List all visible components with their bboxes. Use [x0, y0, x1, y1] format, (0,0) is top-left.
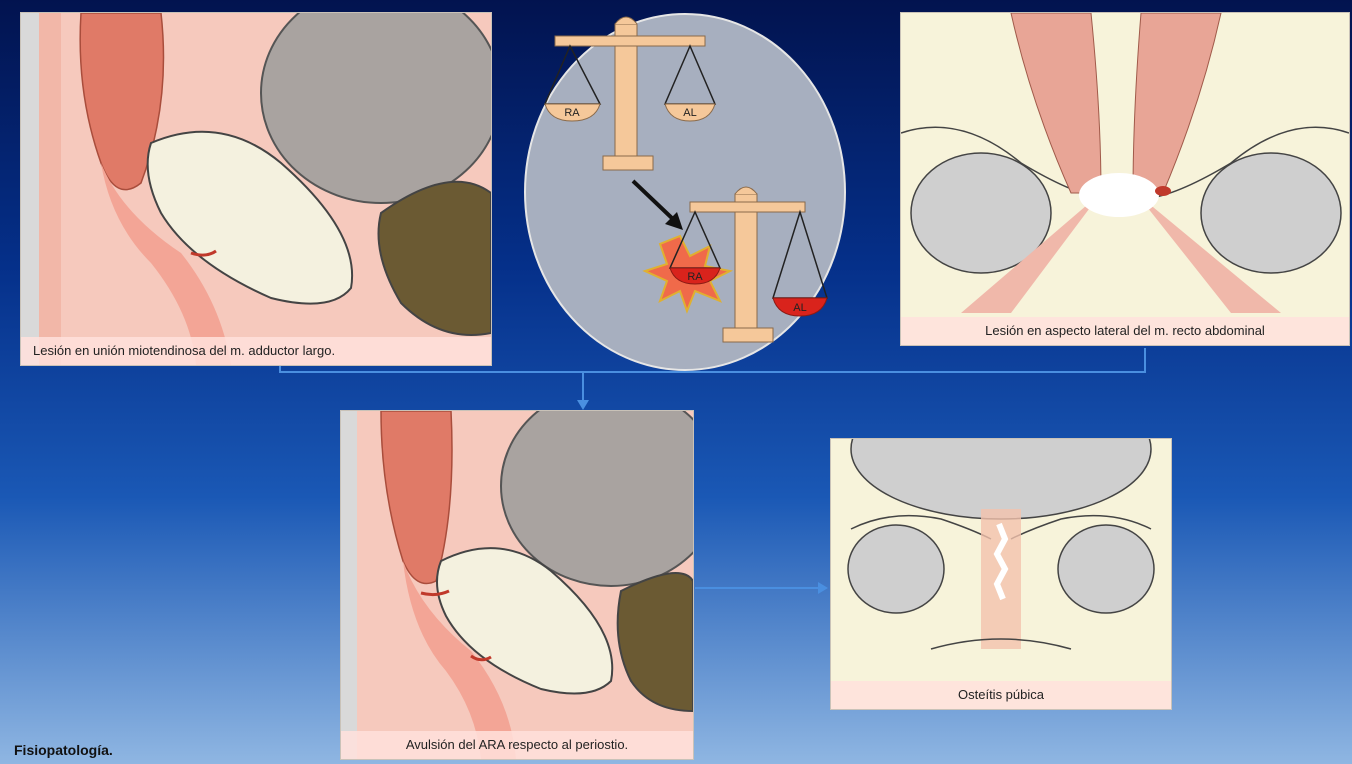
footer-title: Fisiopatología. [14, 742, 113, 758]
balance-diagram: RA AL RA AL [515, 6, 855, 378]
caption-rectus-lesion: Lesión en aspecto lateral del m. recto a… [901, 317, 1349, 345]
adductor-illustration [21, 13, 491, 365]
pan-label-al-top: AL [683, 107, 696, 119]
caption-adductor-lesion: Lesión en unión miotendinosa del m. addu… [21, 337, 491, 365]
panel-rectus-lesion: Lesión en aspecto lateral del m. recto a… [900, 12, 1350, 346]
pan-label-ra-bottom: RA [687, 271, 703, 283]
down-arrowhead [577, 400, 589, 410]
caption-avulsion: Avulsión del ARA respecto al periostio. [341, 731, 693, 759]
panel-avulsion: Avulsión del ARA respecto al periostio. [340, 410, 694, 760]
pan-label-ra-top: RA [564, 107, 580, 119]
balance-background-ellipse [525, 14, 845, 370]
avulsion-illustration [341, 411, 693, 759]
panel-osteitis: Osteítis púbica [830, 438, 1172, 710]
right-arrowhead [818, 582, 828, 594]
panel-adductor-lesion: Lesión en unión miotendinosa del m. addu… [20, 12, 492, 366]
osteitis-illustration [831, 439, 1171, 709]
rectus-illustration [901, 13, 1349, 345]
pan-label-al-bottom: AL [793, 302, 806, 314]
caption-osteitis: Osteítis púbica [831, 681, 1171, 709]
